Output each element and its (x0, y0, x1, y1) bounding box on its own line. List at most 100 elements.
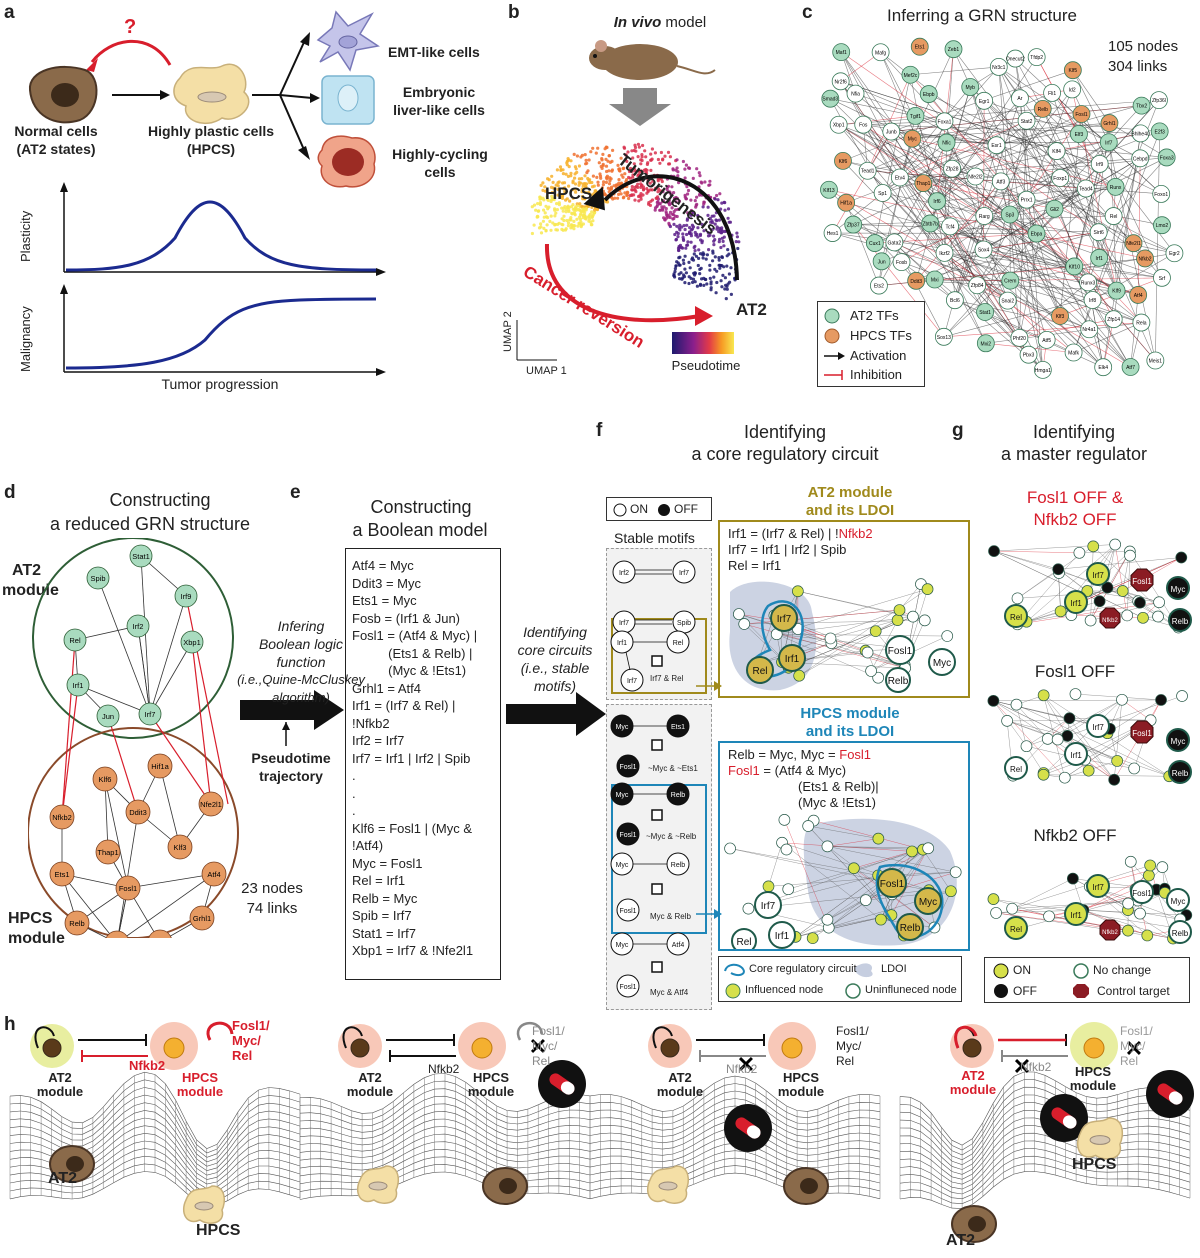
svg-text:Fosl1: Fosl1 (619, 908, 636, 915)
h2-myc: Myc/ (532, 1039, 558, 1053)
small-node (872, 832, 885, 845)
svg-text:Klf6: Klf6 (839, 159, 848, 165)
panel-b-graphics (516, 40, 741, 361)
small-node (988, 545, 1000, 557)
svg-text:Klf10: Klf10 (1069, 264, 1081, 270)
malignancy-curve (65, 297, 377, 370)
small-node (859, 894, 872, 906)
svg-text:Relb: Relb (1038, 107, 1049, 113)
infer-text-5: algorithm) (272, 690, 330, 705)
mouse-icon (589, 40, 716, 80)
grn-node: Klf4 (1047, 142, 1066, 160)
legend-core-circuit: Core regulatory circuit (749, 963, 857, 975)
svg-text:Atf3: Atf3 (996, 179, 1005, 185)
grn-node: Zbtb7b (921, 214, 940, 233)
legend-uninfluenced: Uninfluneced node (865, 984, 957, 996)
motif-node: Atf4 (666, 932, 690, 956)
small-node (1109, 538, 1121, 551)
grn-node: E2f3 (1150, 122, 1169, 141)
grn-node: Zeb1 (944, 40, 963, 59)
svg-text:Nfkb2: Nfkb2 (1102, 930, 1118, 936)
small-node (1155, 694, 1167, 706)
d-node-count: 23 nodes (241, 880, 303, 897)
small-node (990, 907, 1002, 919)
svg-text:Cux1: Cux1 (869, 241, 881, 247)
grn-node: Nfe2l2 (966, 167, 985, 186)
hpcs-ldoi-title-2: and its LDOI (805, 723, 895, 740)
reversion-arrow (544, 243, 701, 323)
in-vivo-title: In vivo model (613, 14, 707, 31)
small-node (1124, 549, 1136, 562)
legend-at2-tfs: AT2 TFs (850, 308, 899, 323)
grn-node: Sirt6 (1089, 223, 1108, 242)
key-node: Myc (1166, 888, 1190, 912)
svg-text:Irf9: Irf9 (181, 592, 192, 601)
h3-fosl1: Fosl1/ (836, 1024, 869, 1038)
hpcs-node: Grhl1 (189, 905, 215, 931)
small-node (1116, 693, 1128, 706)
svg-text:Myc: Myc (933, 658, 951, 669)
svg-text:Grhl1: Grhl1 (1103, 121, 1115, 127)
grn-node: Rela (1132, 313, 1151, 332)
small-node (1051, 733, 1064, 746)
boolean-rule: . (352, 768, 356, 783)
small-node (1141, 929, 1154, 942)
hpcs-node: Myc (105, 930, 129, 938)
svg-text:Sp1: Sp1 (878, 191, 887, 197)
grn-node: Zfp28 (943, 159, 961, 178)
small-node (922, 842, 935, 855)
grn-node: Stat2 (1017, 111, 1036, 130)
svg-text:Ebpb: Ebpb (923, 92, 935, 98)
svg-text:Rel: Rel (752, 666, 767, 677)
small-node (806, 932, 819, 945)
motif-node: Myc (610, 852, 634, 876)
small-node (949, 866, 962, 879)
motif-caption-5: Myc & Atf4 (650, 988, 689, 997)
boolean-rule: Ets1 = Myc (352, 593, 417, 608)
embryonic-label-2: liver-like cells (393, 102, 485, 118)
svg-text:Myc: Myc (1171, 585, 1186, 594)
g-cond1-line2: Nfkb2 OFF (1033, 510, 1117, 529)
d-at2-module-label-2: module (2, 582, 59, 599)
grn-node: Sp3 (1000, 205, 1019, 224)
motif-node: Irf2 (612, 560, 636, 584)
small-node (1010, 698, 1023, 711)
panel-h-letter: h (4, 1014, 16, 1035)
grn-node: Nfkb2 (1136, 249, 1154, 268)
small-node (1011, 592, 1024, 605)
svg-text:Mef2c: Mef2c (904, 73, 918, 79)
grn-node: Foxa3 (1157, 148, 1176, 167)
grn-nodes-count: 105 nodes (1108, 38, 1179, 55)
small-node (802, 820, 815, 832)
svg-text:Zfp28: Zfp28 (946, 167, 959, 173)
svg-text:Nfe2l1: Nfe2l1 (200, 800, 222, 809)
pseudotime-colorbar (672, 332, 734, 354)
h4-hpcs-module-2: module (1069, 1078, 1117, 1093)
small-node (928, 921, 941, 934)
boolean-rule: (Ets1 & Relb) | (352, 645, 473, 661)
drug-pill-icon (724, 1104, 772, 1152)
svg-text:Onecut2: Onecut2 (1006, 57, 1025, 63)
boolean-rule: Grhl1 = Atf4 (352, 680, 422, 696)
grn-node: Crem (1001, 271, 1020, 290)
grn-node: Tfdp2 (1027, 48, 1046, 67)
small-node (1061, 730, 1074, 742)
small-node (1134, 907, 1146, 920)
legend-no-change: No change (1093, 963, 1152, 977)
h1-nfkb2: Nfkb2 (129, 1058, 166, 1073)
grn-node: Tcf4 (941, 217, 959, 236)
h1-at2-module-2: module (36, 1084, 84, 1099)
at2-eq-2: Irf7 = Irf1 | Irf2 | Spib (728, 542, 847, 557)
svg-text:Sox4: Sox4 (978, 247, 990, 253)
svg-text:Irf1: Irf1 (775, 931, 790, 942)
small-node (738, 618, 751, 630)
grn-node: Tead4 (1076, 179, 1095, 198)
svg-text:Atf5: Atf5 (1042, 338, 1051, 344)
grn-node: Snai2 (998, 291, 1017, 310)
svg-text:Esr1: Esr1 (991, 143, 1002, 149)
grn-node: Cux1 (865, 234, 884, 252)
h1-at2-label: AT2 (48, 1170, 78, 1187)
key-node: Fosl1 (885, 635, 915, 665)
